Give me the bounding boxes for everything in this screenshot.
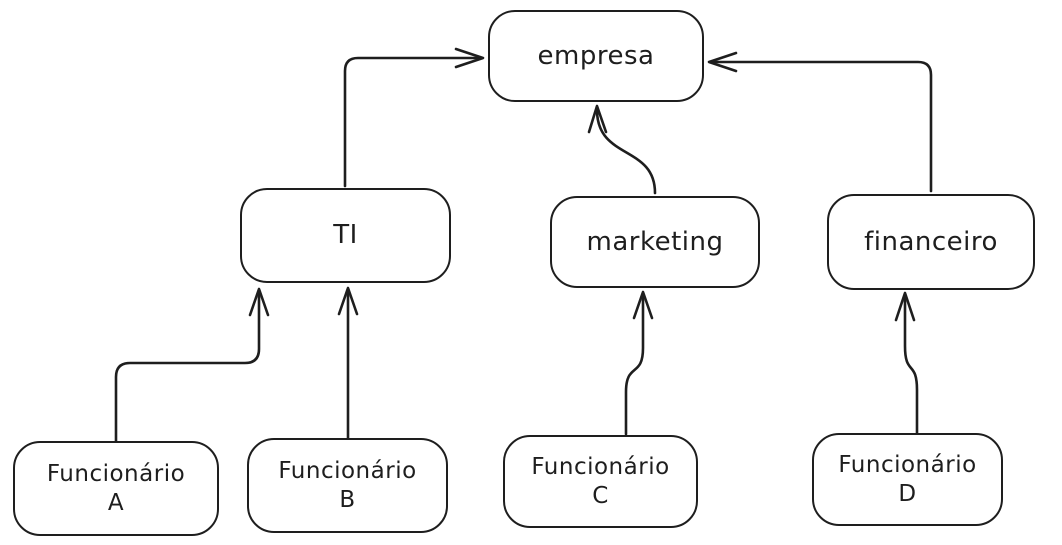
node-funcionario-d-line1: Funcionário [838,451,977,478]
node-ti: TI [240,188,451,283]
node-funcionario-c-line2: C [592,482,609,509]
node-funcionario-b-line2: B [339,486,356,513]
node-marketing: marketing [550,196,760,288]
node-funcionario-a-line1: Funcionário [46,460,186,487]
node-marketing-label: marketing [586,226,724,257]
node-funcionario-d: Funcionário D [812,433,1003,526]
node-financeiro: financeiro [827,194,1035,290]
arrow-marketing-to-empresa [587,104,657,195]
node-empresa: empresa [488,10,704,102]
arrow-funcionario-c-to-marketing [624,290,654,436]
arrow-funcionario-d-to-financeiro [894,291,919,435]
arrow-funcionario-a-to-ti [114,287,270,443]
node-empresa-label: empresa [537,40,655,71]
arrow-ti-to-empresa [343,47,485,188]
node-funcionario-b-line1: Funcionário [278,457,417,484]
node-funcionario-b: Funcionário B [247,438,448,533]
node-financeiro-label: financeiro [864,226,998,257]
arrow-funcionario-b-to-ti [337,286,359,440]
node-ti-label: TI [333,220,358,251]
node-funcionario-a-line2: A [107,489,125,516]
node-funcionario-c: Funcionário C [503,435,698,528]
arrow-financeiro-to-empresa [707,51,933,193]
node-funcionario-d-line2: D [898,480,917,507]
node-funcionario-c-line1: Funcionário [531,453,670,480]
node-funcionario-a: Funcionário A [13,441,219,536]
